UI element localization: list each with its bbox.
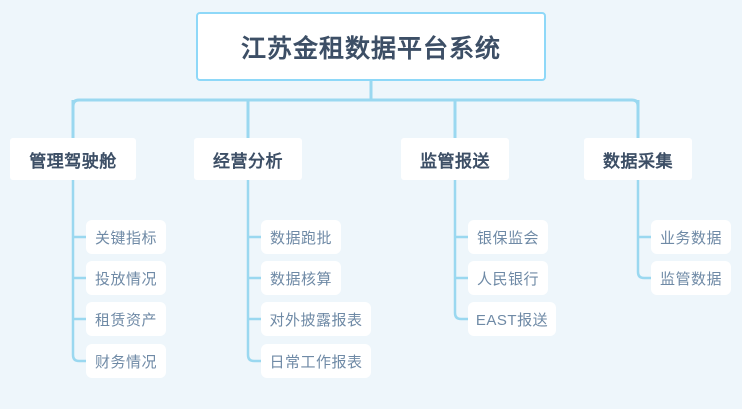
leaf-node-4-1-label: 业务数据 bbox=[659, 229, 722, 247]
branch-node-2[interactable]: 经营分析 bbox=[194, 138, 302, 180]
root-node[interactable]: 江苏金租数据平台系统 bbox=[196, 12, 546, 81]
branch-node-1-label: 管理驾驶舱 bbox=[29, 151, 117, 171]
branch-node-3-label: 监管报送 bbox=[420, 151, 490, 171]
leaf-node-2-2-label: 数据核算 bbox=[269, 270, 332, 288]
leaf-node-2-4-label: 日常工作报表 bbox=[269, 353, 363, 371]
leaf-node-1-4[interactable]: 财务情况 bbox=[86, 344, 166, 378]
leaf-node-1-1[interactable]: 关键指标 bbox=[86, 220, 166, 254]
leaf-node-2-4[interactable]: 日常工作报表 bbox=[261, 344, 371, 378]
leaf-node-1-3-label: 租赁资产 bbox=[94, 311, 157, 329]
leaf-node-4-1[interactable]: 业务数据 bbox=[651, 220, 731, 254]
branch-node-4[interactable]: 数据采集 bbox=[584, 138, 692, 180]
leaf-node-2-2[interactable]: 数据核算 bbox=[261, 261, 341, 295]
branch-node-2-label: 经营分析 bbox=[213, 151, 283, 171]
branch-node-1[interactable]: 管理驾驶舱 bbox=[10, 138, 136, 180]
leaf-node-2-3[interactable]: 对外披露报表 bbox=[261, 302, 371, 336]
leaf-node-2-1[interactable]: 数据跑批 bbox=[261, 220, 341, 254]
leaf-node-3-2-label: 人民银行 bbox=[476, 270, 539, 288]
leaf-node-3-3[interactable]: EAST报送 bbox=[468, 302, 556, 336]
leaf-node-3-1-label: 银保监会 bbox=[476, 229, 539, 247]
leaf-node-1-3[interactable]: 租赁资产 bbox=[86, 302, 166, 336]
branch-node-4-label: 数据采集 bbox=[603, 151, 673, 171]
leaf-node-4-2[interactable]: 监管数据 bbox=[651, 261, 731, 295]
root-node-label: 江苏金租数据平台系统 bbox=[240, 34, 501, 63]
branch-node-3[interactable]: 监管报送 bbox=[401, 138, 509, 180]
leaf-node-2-3-label: 对外披露报表 bbox=[269, 311, 363, 329]
leaf-node-3-1[interactable]: 银保监会 bbox=[468, 220, 548, 254]
leaf-node-1-2[interactable]: 投放情况 bbox=[86, 261, 166, 295]
leaf-node-3-3-label: EAST报送 bbox=[475, 311, 549, 329]
leaf-node-1-2-label: 投放情况 bbox=[94, 270, 157, 288]
leaf-node-1-4-label: 财务情况 bbox=[94, 353, 157, 371]
leaf-node-4-2-label: 监管数据 bbox=[659, 270, 722, 288]
leaf-node-3-2[interactable]: 人民银行 bbox=[468, 261, 548, 295]
leaf-node-1-1-label: 关键指标 bbox=[94, 229, 157, 247]
leaf-node-2-1-label: 数据跑批 bbox=[269, 229, 332, 247]
